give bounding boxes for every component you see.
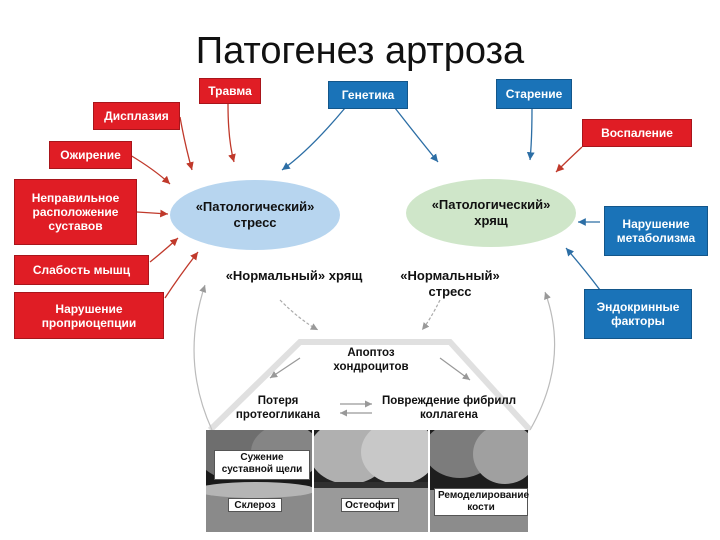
pathological-cartilage-label: «Патологический» хрящ — [431, 197, 551, 228]
pathological-stress-label: «Патологический» стресс — [195, 199, 315, 230]
normal-stress-label: «Нормальный» стресс — [400, 268, 500, 299]
arrow-trauma — [227, 103, 236, 163]
arrow-loop-right — [529, 291, 556, 431]
cause-obesity: Ожирение — [49, 141, 132, 169]
arrow-aging — [526, 107, 535, 161]
xray-image-3 — [430, 430, 528, 532]
arrow-alignment — [136, 209, 169, 218]
arrow-normal-cartilage — [279, 299, 319, 331]
cause-aging: Старение — [496, 79, 572, 109]
cause-proprioception: Нарушение проприоцепции — [14, 292, 164, 339]
arrow-proprio — [164, 251, 199, 299]
arrow-genetics-left — [281, 107, 346, 171]
arrow-weakness — [149, 237, 179, 263]
xray-photo-2 — [314, 430, 428, 532]
cause-dysplasia: Дисплазия — [93, 102, 180, 130]
apoptosis-label: Апоптоз хондроцитов — [333, 347, 409, 373]
collagen-damage-label: Повреждение фибрилл коллагена — [381, 395, 517, 421]
xray-image-2 — [314, 430, 428, 532]
osteophyte-caption: Остеофит — [341, 498, 399, 512]
arrow-loop-left — [193, 284, 213, 431]
cause-genetics: Генетика — [328, 81, 408, 109]
sclerosis-caption: Склероз — [228, 498, 282, 512]
cause-misalignment: Неправильное расположение суставов — [14, 179, 137, 245]
narrowing-caption: Сужение суставной щели — [214, 450, 310, 480]
arrow-dysplasia — [179, 116, 194, 171]
arrow-obesity — [129, 154, 171, 185]
arrow-genetics-right — [394, 107, 439, 163]
pathological-stress-ellipse: «Патологический» стресс — [170, 180, 340, 250]
xray-photo-1 — [206, 430, 312, 532]
arrow-apop-right — [439, 357, 471, 381]
proteoglycan-loss-label: Потеря протеогликана — [235, 395, 321, 421]
xray-photo-3 — [430, 430, 528, 532]
arrow-inflammation — [555, 146, 583, 173]
cause-inflammation: Воспаление — [582, 119, 692, 147]
cause-muscle-weakness: Слабость мышц — [14, 255, 149, 285]
normal-cartilage-label: «Нормальный» хрящ — [225, 268, 363, 283]
xray-image-1 — [206, 430, 312, 532]
remodeling-caption: Ремоделирование кости — [434, 488, 529, 516]
pentagon-frame — [207, 339, 533, 433]
arrow-endocrine — [565, 247, 601, 291]
cause-trauma: Травма — [199, 78, 261, 104]
arrow-apop-left — [269, 357, 301, 379]
pathological-cartilage-ellipse: «Патологический» хрящ — [406, 179, 576, 247]
cause-metabolism: Нарушение метаболизма — [604, 206, 708, 256]
arrow-normal-stress — [421, 299, 441, 331]
page-title: Патогенез артроза — [195, 30, 525, 72]
cause-endocrine: Эндокринные факторы — [584, 289, 692, 339]
